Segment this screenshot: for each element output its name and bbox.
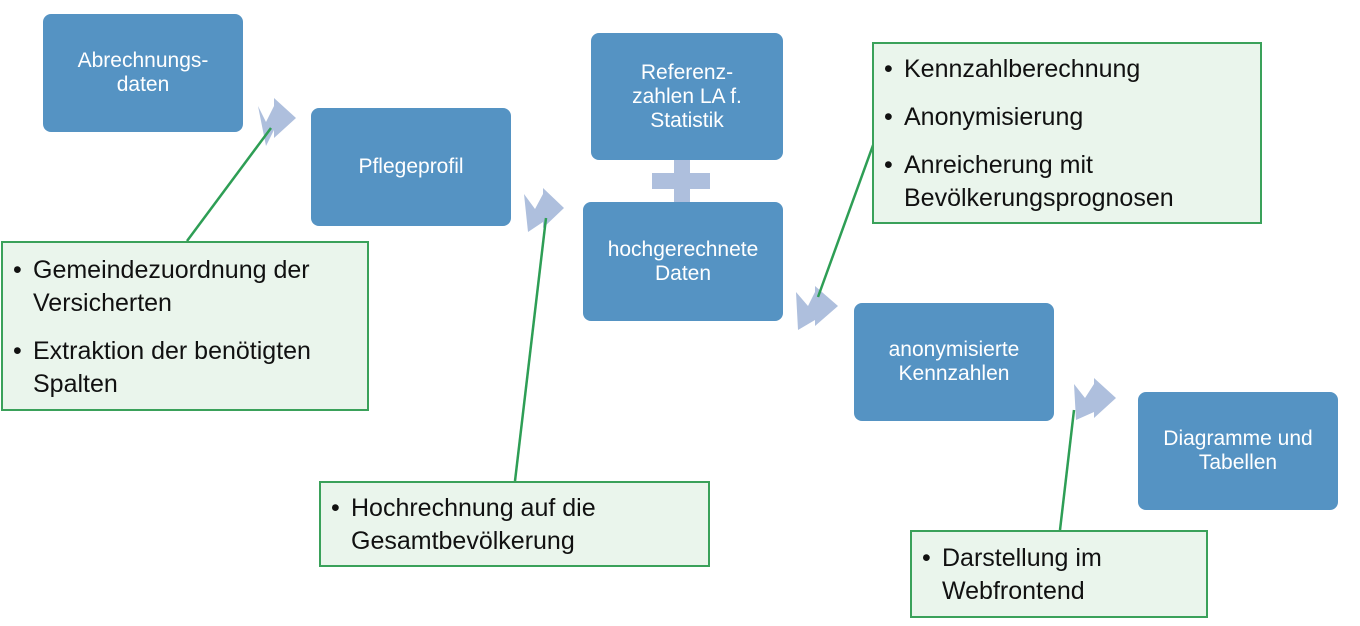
note-bullet: Anonymisierung bbox=[882, 101, 1252, 134]
process-box-anonymisierte-kennzahlen: anonymisierte Kennzahlen bbox=[854, 303, 1054, 421]
process-box-abrechnungsdaten: Abrechnungs- daten bbox=[43, 14, 243, 132]
process-box-label: Referenz- zahlen LA f. Statistik bbox=[632, 60, 742, 132]
note-bullet: Kennzahlberechnung bbox=[882, 53, 1252, 86]
connector-line-1 bbox=[185, 127, 273, 242]
note-bullet: Gemeindezuordnung der Versicherten bbox=[11, 254, 359, 320]
note-bullet: Anreicherung mit Bevölkerungsprognosen bbox=[882, 149, 1252, 215]
process-box-hochgerechnete-daten: hochgerechnete Daten bbox=[583, 202, 783, 321]
note-kennzahlen: Kennzahlberechnung Anonymisierung Anreic… bbox=[872, 42, 1262, 224]
note-zuordnung: Gemeindezuordnung der Versicherten Extra… bbox=[1, 241, 369, 411]
note-bullet-list: Kennzahlberechnung Anonymisierung Anreic… bbox=[882, 53, 1252, 215]
process-box-referenzzahlen: Referenz- zahlen LA f. Statistik bbox=[591, 33, 783, 160]
note-bullet-list: Gemeindezuordnung der Versicherten Extra… bbox=[11, 254, 359, 401]
flow-arrow-4 bbox=[1074, 378, 1116, 420]
process-box-label: Abrechnungs- daten bbox=[77, 49, 209, 96]
note-bullet-list: Hochrechnung auf die Gesamtbevölkerung bbox=[329, 492, 700, 558]
process-box-label: Pflegeprofil bbox=[358, 155, 464, 178]
note-hochrechnung: Hochrechnung auf die Gesamtbevölkerung bbox=[319, 481, 710, 567]
process-box-pflegeprofil: Pflegeprofil bbox=[311, 108, 511, 226]
note-darstellung: Darstellung im Webfrontend bbox=[910, 530, 1208, 618]
note-bullet: Darstellung im Webfrontend bbox=[920, 542, 1198, 608]
note-bullet: Hochrechnung auf die Gesamtbevölkerung bbox=[329, 492, 700, 558]
note-bullet-list: Darstellung im Webfrontend bbox=[920, 542, 1198, 608]
connector-line-4 bbox=[1058, 409, 1076, 531]
process-box-label: hochgerechnete Daten bbox=[607, 237, 759, 285]
flow-arrow-2 bbox=[524, 188, 564, 232]
plus-sign-horizontal bbox=[652, 173, 710, 189]
flow-arrow-3 bbox=[796, 286, 838, 330]
process-box-label: Diagramme und Tabellen bbox=[1163, 427, 1313, 474]
connector-line-3 bbox=[816, 125, 882, 298]
connector-line-2 bbox=[513, 217, 548, 482]
process-box-diagramme-tabellen: Diagramme und Tabellen bbox=[1138, 392, 1338, 510]
process-box-label: anonymisierte Kennzahlen bbox=[888, 338, 1020, 385]
note-bullet: Extraktion der benötigten Spalten bbox=[11, 335, 359, 401]
